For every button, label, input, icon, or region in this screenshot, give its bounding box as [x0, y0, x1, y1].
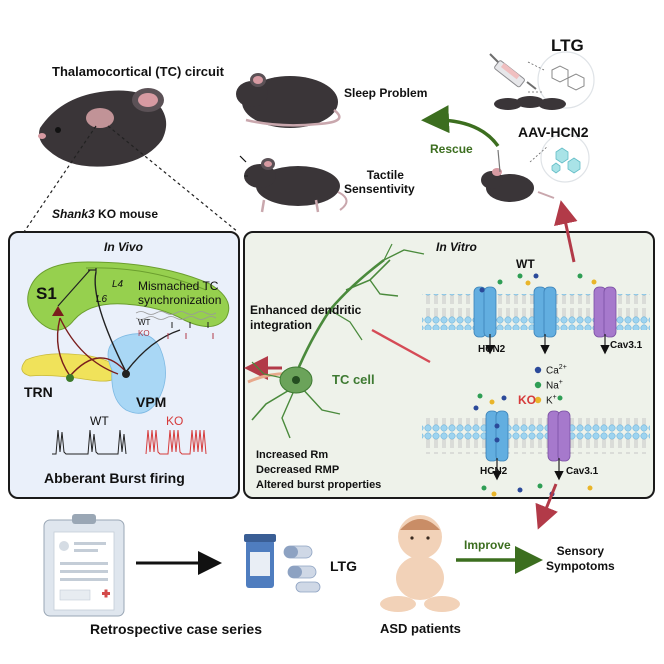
- l4-label: L4: [112, 279, 124, 290]
- retrospective-label: Retrospective case series: [90, 621, 262, 637]
- mismatch-line2: synchronization: [138, 293, 222, 307]
- pipette-icon: [371, 328, 431, 364]
- legend-na-dot: [534, 381, 542, 389]
- vpm-shape: [107, 333, 166, 414]
- enhanced-line1: Enhanced dendritic: [250, 303, 362, 317]
- syringe-icon: [489, 53, 537, 90]
- sync-wave-bottom: [135, 316, 217, 320]
- s1-cortex-shape: [27, 261, 230, 331]
- prop-increased-rm: Increased Rm: [256, 449, 329, 461]
- sleeping-mouse-icon: [236, 73, 341, 128]
- tactile-mouse-icon: [239, 155, 348, 213]
- zoom-line-right: [107, 125, 239, 233]
- down-arrow-to-sensory: [535, 483, 558, 530]
- in-vitro-title: In Vitro: [436, 240, 477, 254]
- cav31-bottom-label: Cav3.1: [566, 466, 599, 477]
- aav-hcn2-label: AAV-HCN2: [518, 124, 589, 140]
- asd-patients-label: ASD patients: [380, 621, 461, 636]
- legend-k-label: K+: [546, 394, 557, 406]
- trn-label: TRN: [24, 384, 53, 400]
- cav31-channel-ko: [547, 410, 571, 462]
- vpm-neuron-icon: [122, 370, 130, 378]
- mismatch-line1: Mismached TC: [138, 279, 219, 293]
- membrane-ko: [422, 418, 650, 454]
- in-vitro-panel: [243, 231, 655, 499]
- tc-properties: Increased Rm Decreased RMP Altered burst…: [256, 448, 381, 493]
- rescue-label: Rescue: [430, 142, 473, 156]
- in-vivo-title: In Vivo: [104, 240, 143, 254]
- legend-ca-sup: 2+: [558, 364, 567, 371]
- legend-ca-dot: [534, 366, 542, 374]
- cav31-channel-wt: [593, 286, 617, 338]
- enhanced-dendritic-label: Enhanced dendritic integration: [250, 303, 361, 333]
- ko-burst-trace: [145, 429, 207, 455]
- improve-label: Improve: [464, 538, 511, 552]
- sensory-symptoms-label: Sensory Sympotoms: [546, 544, 615, 574]
- vpm-label: VPM: [136, 394, 167, 410]
- capsule-icons: [283, 545, 321, 593]
- legend-na-sup: +: [558, 379, 563, 386]
- wt-membrane-label: WT: [516, 257, 535, 271]
- l6-label: L6: [96, 294, 108, 305]
- ions-top: [479, 273, 597, 293]
- clipboard-icon: [43, 514, 125, 617]
- wt-trace-label: WT: [90, 414, 109, 428]
- tactile-line2: Sensentivity: [344, 182, 415, 196]
- legend-k-sup: +: [552, 394, 557, 401]
- hcn2-channel-wt: [473, 286, 557, 338]
- enhanced-line2: integration: [250, 318, 312, 332]
- treated-mice-icon: [494, 96, 566, 110]
- legend-k-dot: [534, 396, 542, 404]
- legend-k-text: K: [546, 395, 553, 407]
- molecule-icon: [527, 51, 595, 109]
- ko-membrane-label: KO: [518, 393, 536, 407]
- sensory-line1: Sensory: [556, 544, 605, 558]
- burst-label: Abberant Burst firing: [44, 470, 185, 486]
- prop-altered-burst: Altered burst properties: [256, 479, 382, 491]
- shank3-rest: KO mouse: [94, 207, 159, 221]
- spike-ticks-wt: [171, 322, 209, 328]
- sensory-line2: Sympotoms: [546, 559, 615, 573]
- virus-icon: [540, 133, 590, 183]
- rescue-arrow: [421, 105, 500, 148]
- legend-na-text: Na: [546, 380, 559, 392]
- hcn2-top-label: HCN2: [478, 344, 506, 355]
- tc-neuron-icon: [247, 243, 425, 439]
- prop-decreased-rmp: Decreased RMP: [256, 464, 340, 476]
- s1-label: S1: [36, 284, 57, 303]
- ltg-bottom-label: LTG: [330, 558, 357, 574]
- ko-trace-label: KO: [166, 414, 184, 428]
- mouse-head-icon: [38, 88, 167, 167]
- tactile-line1: Tactile: [366, 168, 404, 182]
- rescued-mouse-icon: [481, 149, 555, 202]
- sync-wave-top: [135, 311, 217, 315]
- hcn2-bottom-label: HCN2: [480, 466, 508, 477]
- wt-burst-trace: [52, 429, 127, 455]
- legend-ca-label: Ca2+: [546, 364, 567, 376]
- tactile-label: Tactile Sensentivity: [344, 168, 415, 196]
- legend-ca-text: Ca: [546, 365, 559, 377]
- tc-cell-label: TC cell: [332, 372, 375, 387]
- legend-na-label: Na+: [546, 379, 563, 391]
- wt-small-label: WT: [138, 318, 151, 327]
- spike-ticks-ko: [167, 333, 214, 339]
- l6-neuron-icon: [52, 306, 64, 316]
- up-arrow-to-rescue: [554, 200, 578, 263]
- hcn2-channel-ko: [485, 410, 509, 462]
- tc-circuit-title: Thalamocortical (TC) circuit: [52, 64, 224, 79]
- shank3-label: Shank3 KO mouse: [52, 207, 158, 221]
- cav31-top-label: Cav3.1: [610, 340, 643, 351]
- ko-small-label: KO: [138, 329, 150, 338]
- baby-icon: [380, 515, 460, 612]
- trn-neuron-icon: [66, 374, 74, 382]
- shank3-italic: Shank3: [52, 207, 95, 221]
- mismatch-label: Mismached TC synchronization: [138, 279, 221, 307]
- pill-bottle-icon: [244, 534, 276, 588]
- sleep-problem-label: Sleep Problem: [344, 86, 428, 100]
- ltg-top-label: LTG: [551, 36, 584, 55]
